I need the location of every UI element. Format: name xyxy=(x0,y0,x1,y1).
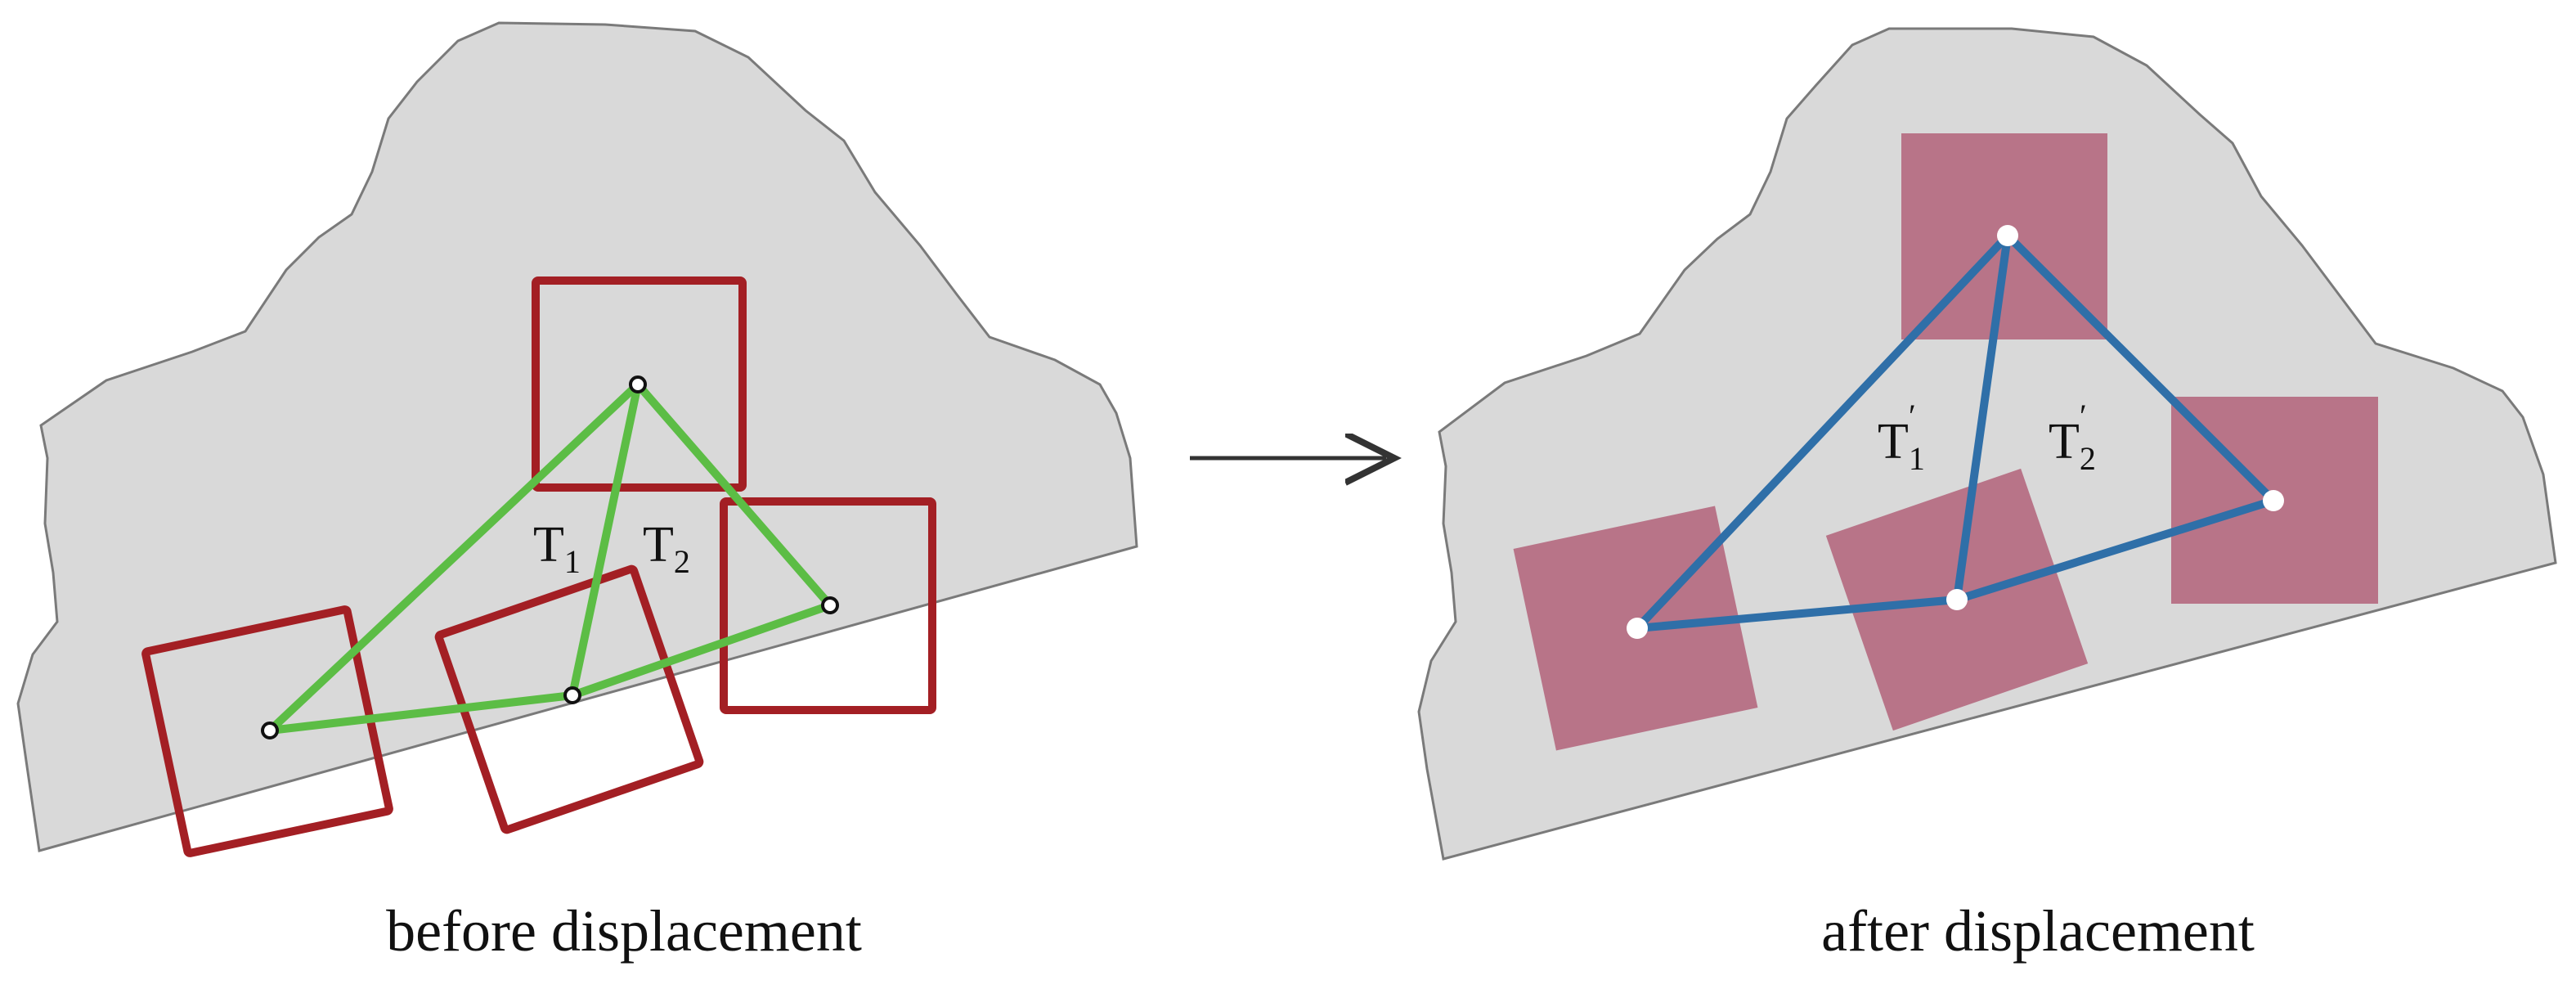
panel-before: T1 T2 before displacement xyxy=(16,21,1138,964)
triangle-mesh-before xyxy=(266,380,834,735)
edge-top-right-after xyxy=(2004,232,2278,505)
svg-text:′: ′ xyxy=(1909,398,1916,434)
edge-mid-top-after xyxy=(1953,232,2012,604)
outline-square-top xyxy=(532,276,747,492)
vertices-after xyxy=(1627,225,2284,639)
panel-after: T1 ′ T2 ′ after displacement xyxy=(1417,27,2557,964)
vertex-top xyxy=(629,375,647,393)
svg-text:T1: T1 xyxy=(1878,414,1925,477)
svg-text:′: ′ xyxy=(2080,398,2087,434)
label-t1: T1 xyxy=(533,517,581,580)
vertex-left-after xyxy=(1627,618,1648,639)
triangle-mesh-after xyxy=(1633,232,2278,632)
vertex-middle-after xyxy=(1946,589,1968,610)
label-t2: T2 xyxy=(643,517,690,580)
caption-before: before displacement xyxy=(386,898,862,964)
vertex-right xyxy=(821,596,839,614)
edge-left-mid-after xyxy=(1633,596,1961,632)
outline-square-left xyxy=(141,605,393,857)
vertex-middle xyxy=(563,686,581,704)
label-t2-prime: T2 ′ xyxy=(2049,398,2096,477)
edge-left-mid xyxy=(266,691,577,735)
vertex-right-after xyxy=(2263,490,2284,511)
vertex-left xyxy=(261,722,279,740)
edge-left-top-after xyxy=(1633,232,2012,632)
edge-mid-right xyxy=(568,601,834,699)
svg-text:T2: T2 xyxy=(2049,414,2096,477)
vertices-before xyxy=(261,375,839,740)
caption-after: after displacement xyxy=(1821,898,2255,964)
edge-mid-right-after xyxy=(1953,497,2278,604)
outline-square-right xyxy=(720,497,936,714)
label-t1-prime: T1 ′ xyxy=(1878,398,1925,477)
vertex-top-after xyxy=(1997,225,2018,246)
edge-top-right xyxy=(634,380,834,609)
edge-left-top xyxy=(266,380,642,735)
edge-mid-top xyxy=(568,380,642,699)
